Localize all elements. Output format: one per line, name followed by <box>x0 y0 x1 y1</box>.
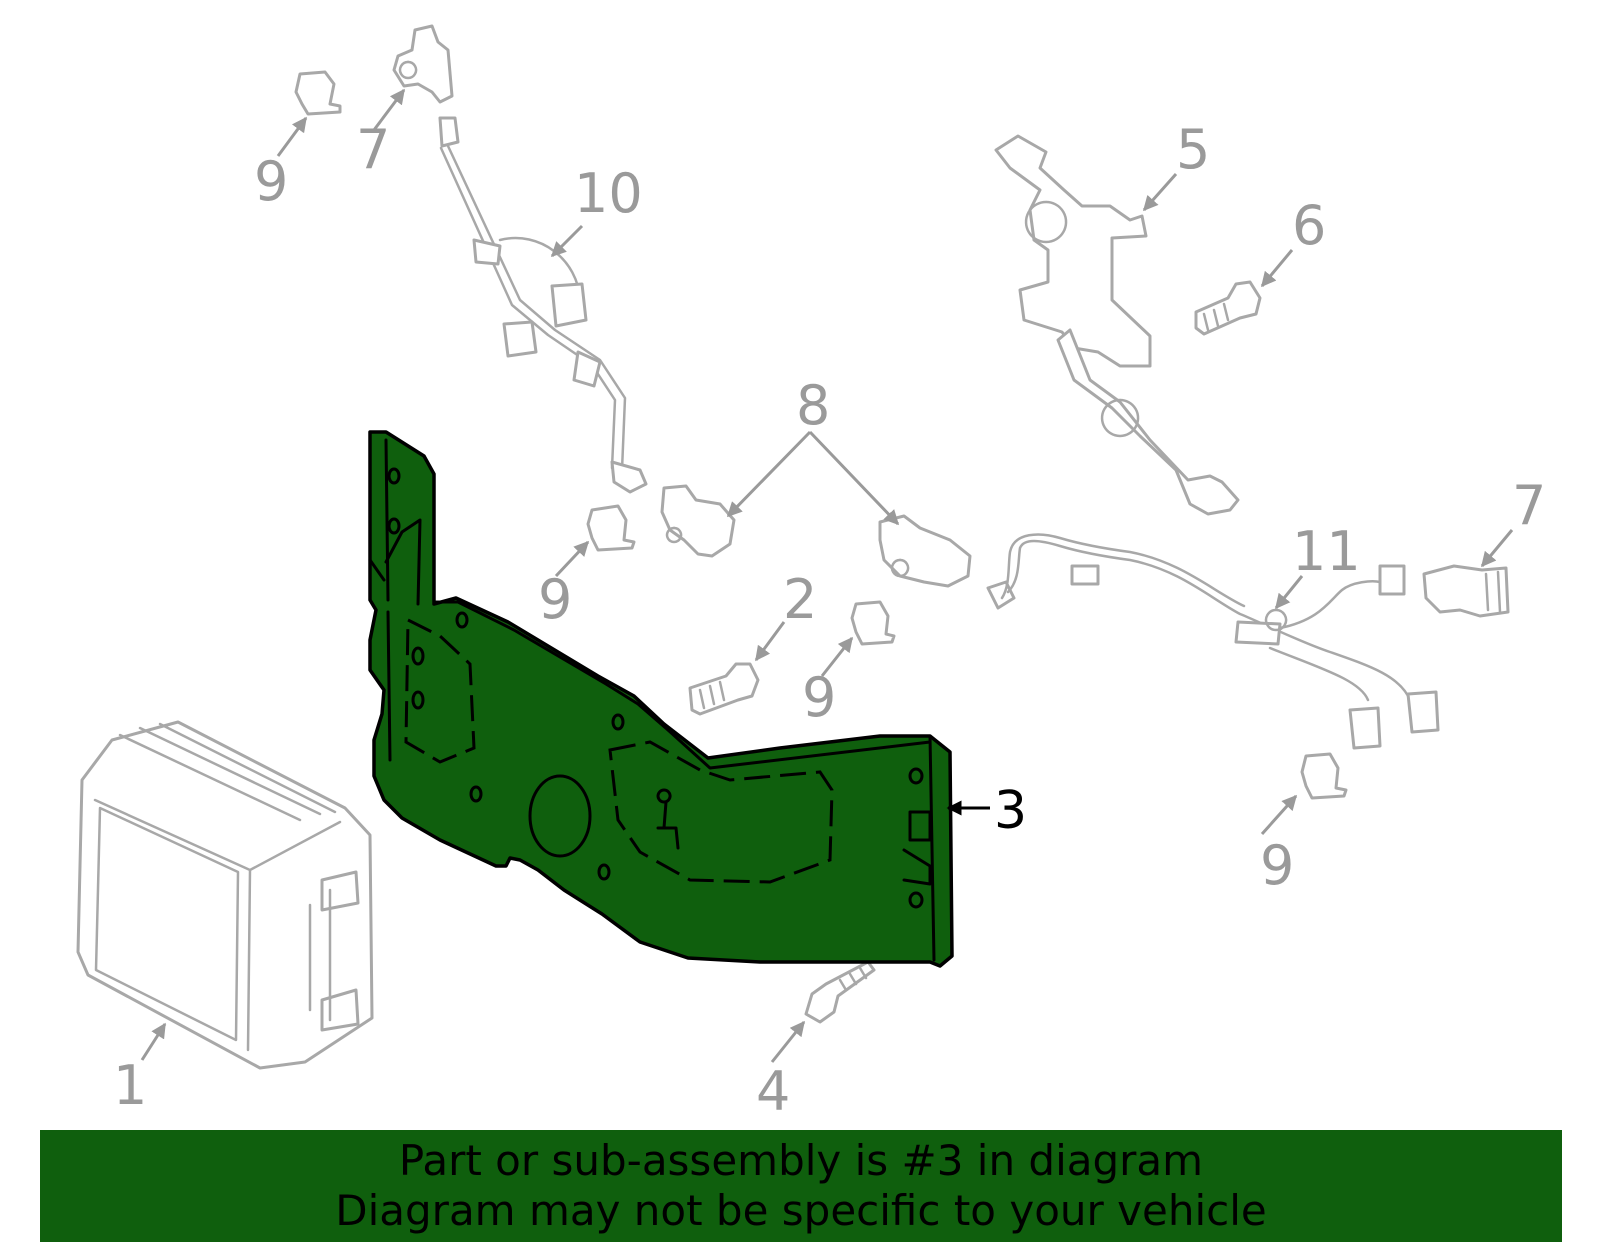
clip-9-top-left <box>294 70 342 116</box>
leader-lines <box>140 88 1514 1063</box>
callout-10: 10 <box>574 162 643 225</box>
callout-9-top-left: 9 <box>254 150 288 213</box>
clip-9-right <box>1300 752 1348 800</box>
callout-9-middle-left: 9 <box>538 568 572 631</box>
callout-4: 4 <box>756 1060 790 1123</box>
callout-7-right: 7 <box>1512 474 1546 537</box>
callout-9-right: 9 <box>1260 834 1294 897</box>
clip-9-middle-left <box>586 504 636 552</box>
radar-module-part <box>76 720 374 1070</box>
bolt-4-part <box>804 960 876 1024</box>
sensor-8-left <box>660 484 736 558</box>
mounting-bracket-part-3 <box>368 430 954 968</box>
callout-labels: 1 2 3 4 5 6 7 7 8 9 9 9 9 10 11 <box>113 118 1546 1123</box>
callout-2: 2 <box>783 568 817 631</box>
callout-9-center: 9 <box>802 666 836 729</box>
banner-line-disclaimer: Diagram may not be specific to your vehi… <box>335 1186 1267 1235</box>
bolt-6-part <box>1194 280 1262 336</box>
bracket-5-part <box>994 134 1240 516</box>
sensor-harness-10-part <box>392 24 648 494</box>
sensor-7-right <box>1422 564 1510 618</box>
clip-9-center <box>850 600 896 646</box>
info-banner: Part or sub-assembly is #3 in diagram Di… <box>40 1130 1562 1242</box>
bracket-body <box>368 430 954 968</box>
callout-3: 3 <box>994 781 1027 841</box>
callout-7-left: 7 <box>356 118 390 181</box>
banner-line-part-info: Part or sub-assembly is #3 in diagram <box>398 1136 1204 1185</box>
sensor-8-right <box>878 514 972 588</box>
callout-11: 11 <box>1292 520 1361 583</box>
harness-11-part <box>986 533 1440 750</box>
bolt-2-part <box>688 662 760 716</box>
callout-1: 1 <box>113 1054 147 1117</box>
callout-8: 8 <box>796 374 830 437</box>
callout-5: 5 <box>1176 118 1210 181</box>
callout-6: 6 <box>1292 194 1326 257</box>
